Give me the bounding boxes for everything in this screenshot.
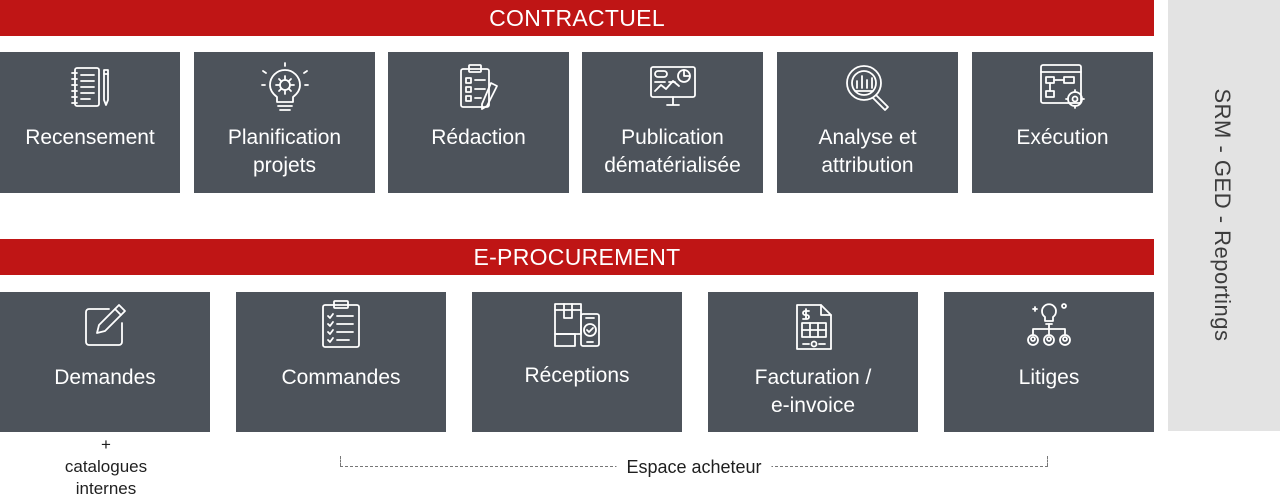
step-label: Recensement <box>25 126 155 149</box>
side-label: SRM - GED - Reportings <box>1210 88 1235 342</box>
step-redaction: Rédaction <box>388 52 569 193</box>
step-receptions: Réceptions <box>472 292 682 432</box>
demandes-note: + catalogues internes <box>64 435 148 498</box>
invoice-icon <box>787 301 839 353</box>
eprocurement-banner: E-PROCUREMENT <box>0 239 1154 275</box>
people-idea-icon <box>1023 299 1075 351</box>
step-commandes: Commandes <box>236 292 446 432</box>
step-label: Publication dématérialisée <box>604 126 741 177</box>
contractuel-banner: CONTRACTUEL <box>0 0 1154 36</box>
notebook-icon <box>64 61 116 113</box>
magnifier-chart-icon <box>842 61 894 113</box>
buyer-space-label: Espace acheteur <box>616 456 772 478</box>
step-demandes: Demandes <box>0 292 210 432</box>
side-panel <box>1168 0 1280 431</box>
step-litiges: Litiges <box>944 292 1154 432</box>
step-label: Exécution <box>1016 126 1109 149</box>
package-check-icon <box>551 298 603 350</box>
step-label: Litiges <box>1018 366 1080 389</box>
edit-icon <box>79 301 131 353</box>
step-label: Planification projets <box>227 126 342 177</box>
step-label: Analyse et attribution <box>818 126 917 177</box>
checklist-icon <box>315 299 367 351</box>
workflow-gear-icon <box>1037 61 1089 113</box>
clipboard-pen-icon <box>453 61 505 113</box>
step-recensement: Recensement <box>0 52 180 193</box>
monitor-dashboard-icon <box>647 61 699 113</box>
lightbulb-gear-icon <box>259 61 311 113</box>
step-planification: Planification projets <box>194 52 375 193</box>
step-execution: Exécution <box>972 52 1153 193</box>
step-analyse: Analyse et attribution <box>777 52 958 193</box>
step-label: Facturation / e-invoice <box>754 366 872 417</box>
step-publication: Publication dématérialisée <box>582 52 763 193</box>
step-label: Réceptions <box>524 364 630 387</box>
step-label: Rédaction <box>431 126 526 149</box>
step-label: Demandes <box>54 366 156 389</box>
step-label: Commandes <box>281 366 401 389</box>
step-facturation: Facturation / e-invoice <box>708 292 918 432</box>
